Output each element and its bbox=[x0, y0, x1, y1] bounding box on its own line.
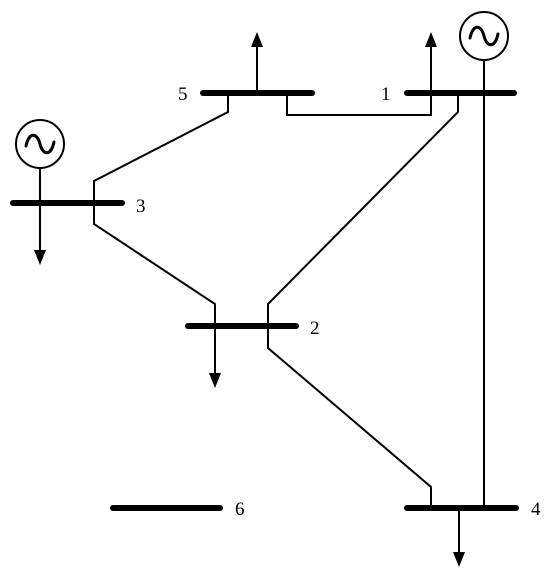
generator-bus-3 bbox=[15, 119, 65, 203]
generator-bus-1 bbox=[459, 11, 509, 93]
load-bus-2 bbox=[209, 326, 221, 388]
sine-wave-icon bbox=[24, 133, 56, 155]
branch-5-1 bbox=[286, 93, 432, 116]
branch-1-2 bbox=[267, 93, 459, 326]
down-arrow-icon bbox=[34, 250, 46, 265]
down-arrow-icon bbox=[209, 373, 221, 388]
bus-2-label: 2 bbox=[310, 318, 320, 339]
bus-1-label: 1 bbox=[381, 84, 391, 105]
load-bus-1 bbox=[425, 32, 437, 93]
branch-5-3 bbox=[93, 93, 229, 203]
load-bus-3 bbox=[34, 203, 46, 265]
load-bus-5 bbox=[251, 32, 263, 93]
down-arrow-icon bbox=[453, 552, 465, 567]
bus-4-label: 4 bbox=[531, 499, 541, 520]
load-bus-4 bbox=[453, 508, 465, 567]
bus-5-label: 5 bbox=[178, 84, 188, 105]
sine-wave-icon bbox=[468, 25, 500, 47]
up-arrow-icon bbox=[425, 32, 437, 47]
bus-3-label: 3 bbox=[136, 196, 146, 217]
branch-2-4 bbox=[267, 326, 432, 508]
bus-6-label: 6 bbox=[235, 499, 245, 520]
branch-3-2 bbox=[93, 203, 216, 326]
up-arrow-icon bbox=[251, 32, 263, 47]
